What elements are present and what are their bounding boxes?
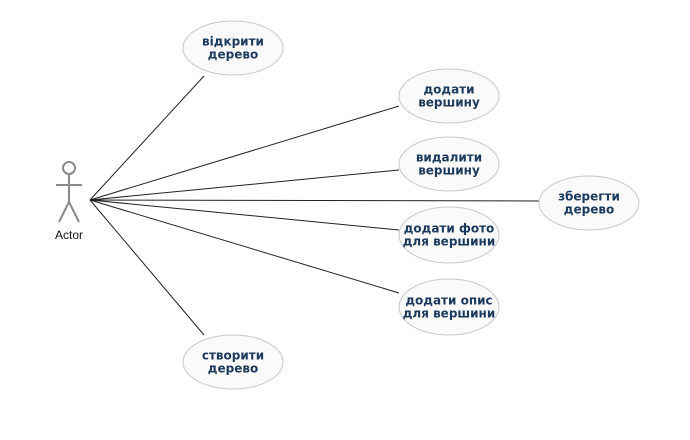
use-case-ellipse [538,175,640,231]
use-case-label-line: зберегти [558,190,620,204]
use-case-label-line: вершину [418,96,480,110]
use-case-label-line: створити [202,349,264,363]
use-case-ellipse [182,20,284,76]
association-line-save-tree [89,199,540,202]
use-case-label-line: дерево [208,362,258,376]
actor[interactable]: Actor [55,161,83,242]
use-case-label-line: для вершини [403,235,496,249]
association-line-create-tree [89,199,205,336]
use-case-label-line: вершину [418,164,480,178]
use-case-label-line: для вершини [403,307,496,321]
use-case-ellipse [182,334,284,390]
actor-head [62,161,76,175]
use-case-label-line: додати фото [404,222,495,236]
use-case-label-line: відкрити [202,35,264,49]
association-line-add-photo [89,199,400,231]
actor-left-leg [58,201,70,223]
use-case-label-line: дерево [564,203,614,217]
association-line-open-tree [89,75,205,201]
use-case-ellipse [398,206,500,264]
use-case-label-line: видалити [416,151,482,165]
association-line-add-vertex [89,105,400,201]
actor-right-leg [68,201,80,223]
use-case-label-line: додати [423,83,474,97]
use-cases: відкритидеревододативершинувидалитиверши… [182,20,640,390]
use-case-ellipse [398,278,500,336]
association-line-add-description [89,199,400,294]
association-line-delete-vertex [89,169,400,201]
association-lines [89,75,540,336]
use-case-label-line: додати опис [405,294,492,308]
use-case-ellipse [398,136,500,192]
use-case-ellipse [398,68,500,124]
use-case-label-line: дерево [208,48,258,62]
actor-label: Actor [55,228,83,242]
